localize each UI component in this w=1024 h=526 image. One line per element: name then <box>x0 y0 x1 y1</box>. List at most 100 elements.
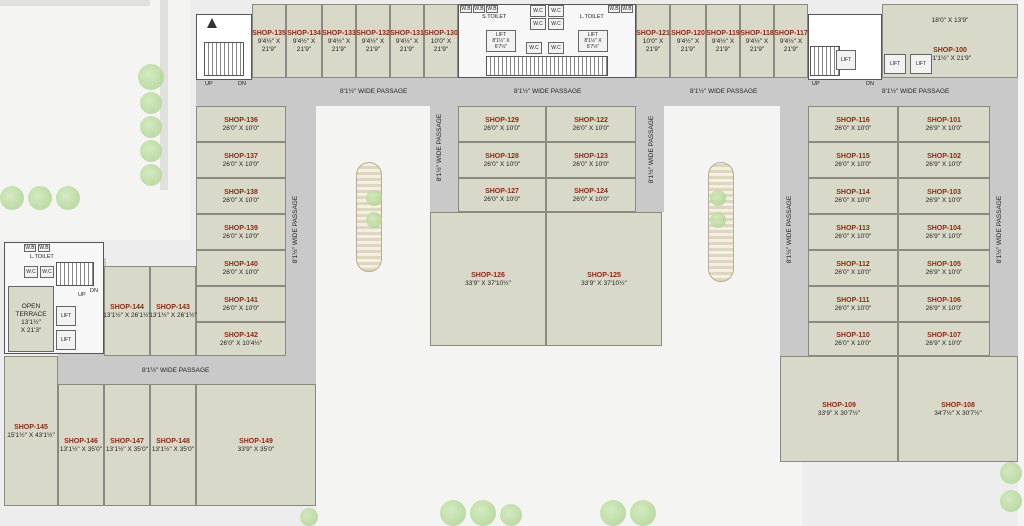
wc-cubicle: W.C <box>548 42 564 54</box>
shop-size: 9'4½" X 21'9" <box>327 37 351 53</box>
shop-name: SHOP-110 <box>836 331 870 339</box>
shop-name: SHOP-124 <box>574 187 608 195</box>
shop-size: 26'9" X 10'0" <box>925 196 963 204</box>
passage-label-vertical: 8'1½" WIDE PASSAGE <box>648 115 656 184</box>
passage-label-vertical: 8'1½" WIDE PASSAGE <box>786 195 794 264</box>
toilet-label: L.TOILET <box>580 14 604 20</box>
shop-name: SHOP-104 <box>927 224 961 232</box>
stair-down-label: DN <box>866 81 874 87</box>
landscape-right <box>1018 0 1024 526</box>
tree <box>138 64 164 90</box>
passage-label-vertical: 8'1½" WIDE PASSAGE <box>996 195 1004 264</box>
shop-size: 26'0" X 10'0" <box>222 160 260 168</box>
shop-name: SHOP-125 <box>587 271 621 279</box>
shop-name: SHOP-120 <box>671 29 705 37</box>
shop-name: SHOP-128 <box>485 152 519 160</box>
shop-name: SHOP-115 <box>836 152 870 160</box>
stair-icon <box>204 42 244 76</box>
stair-up-label: UP <box>205 81 213 87</box>
tree <box>140 140 162 162</box>
lift-label: LIFT <box>840 57 852 63</box>
wash-basin: W.B <box>460 5 472 13</box>
shop-name: SHOP-103 <box>927 188 961 196</box>
wc-cubicle: W.C <box>24 266 38 278</box>
passage-label: 8'1½" WIDE PASSAGE <box>882 88 950 95</box>
lift: LIFT <box>910 54 932 74</box>
shop-size: 9'4½" X 21'9" <box>711 37 735 53</box>
lift-size: 8'1½" X 6'7½" <box>584 38 602 50</box>
tree <box>470 500 496 526</box>
lift: LIFT <box>56 330 76 350</box>
shop-name: SHOP-135 <box>252 29 286 37</box>
shop-size: 26'0" X 10'0" <box>483 195 521 203</box>
room-shop-100-annex: 18'0" X 13'9" <box>882 4 1018 36</box>
passage-label-vertical: 8'1½" WIDE PASSAGE <box>292 195 300 264</box>
shop-name: SHOP-142 <box>224 331 258 339</box>
wc-cubicle: W.C <box>548 18 564 30</box>
toilet-label: L.TOILET <box>30 254 54 260</box>
shop-name: SHOP-109 <box>822 401 856 409</box>
shop-size: 26'0" X 10'0" <box>834 160 872 168</box>
tree <box>500 504 522 526</box>
lift: LIFT <box>56 306 76 326</box>
tree <box>0 186 24 210</box>
shop-name: SHOP-132 <box>356 29 390 37</box>
shop-size: 9'4½" X 21'9" <box>676 37 700 53</box>
shop-size: 26'9" X 10'0" <box>925 268 963 276</box>
shop-size: 34'7½" X 30'7½" <box>934 409 982 417</box>
shop-size: 33'9" X 37'10½" <box>581 279 627 287</box>
shop-size: 26'0" X 10'0" <box>483 160 521 168</box>
passage-left-vertical <box>286 78 316 378</box>
tree <box>600 500 626 526</box>
wc-cubicle: W.C <box>40 266 54 278</box>
lift-label: LIFT <box>915 61 927 67</box>
toilet-label: S.TOILET <box>482 14 507 20</box>
shop-size: 26'0" X 10'0" <box>483 124 521 132</box>
passage-right-vertical-b <box>990 78 1018 356</box>
shop-size: 26'9" X 10'0" <box>925 124 963 132</box>
shop-name: SHOP-136 <box>224 116 258 124</box>
shop-size: 13'1½" X 35'0" <box>105 445 149 453</box>
wc-cubicle: W.C <box>548 5 564 17</box>
shop-size: 13'1½" X 35'0" <box>151 445 195 453</box>
tree <box>440 500 466 526</box>
shop-size: 26'9" X 10'0" <box>925 339 963 347</box>
shop-name: SHOP-144 <box>110 303 144 311</box>
shop-name: SHOP-113 <box>836 224 870 232</box>
shop-size: 33'9" X 30'7½" <box>817 409 861 417</box>
shop-size: 33'9" X 35'0" <box>237 445 275 453</box>
tree <box>1000 490 1022 512</box>
terrace-size: X 21'3" <box>20 327 42 334</box>
lift-label: LIFT <box>889 61 901 67</box>
shop-size: 21'1½" X 21'9" <box>928 55 972 62</box>
shop-name: SHOP-101 <box>927 116 961 124</box>
road-top-left <box>0 0 150 6</box>
shop-name: SHOP-129 <box>485 116 519 124</box>
shop-size: 9'4½" X 21'9" <box>361 37 385 53</box>
shop-name: SHOP-149 <box>239 437 273 445</box>
shop-name: SHOP-114 <box>836 188 870 196</box>
tree <box>710 190 726 206</box>
terrace-label: TERRACE <box>15 311 47 318</box>
shop-name: SHOP-105 <box>927 260 961 268</box>
